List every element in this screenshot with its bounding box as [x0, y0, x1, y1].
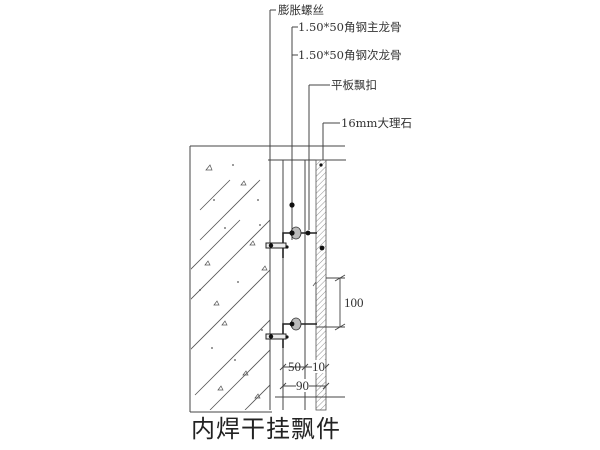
callout-expansion-bolt: 膨胀螺丝 [278, 3, 324, 17]
wall-frame [189, 145, 346, 413]
dimension-vertical-spacing: 100 [344, 295, 364, 310]
concrete-wall-hatch [191, 164, 270, 410]
fasteners [265, 163, 325, 340]
drawing-caption: 内焊干挂飘件 [191, 415, 341, 443]
dimension-total-depth: 90 [296, 378, 309, 393]
callout-marble: 16mm大理石 [341, 116, 412, 130]
marble-panel [312, 159, 327, 411]
callout-main-keel: 1.50*50角钢主龙骨 [298, 20, 402, 34]
callout-secondary-keel: 1.50*50角钢次龙骨 [298, 48, 402, 62]
dimension-gap: 10 [312, 359, 325, 374]
keel-lines [269, 9, 340, 410]
dimension-keel-depth: 50 [288, 359, 301, 374]
callout-flat-plate-clip: 平板飘扣 [331, 78, 377, 92]
